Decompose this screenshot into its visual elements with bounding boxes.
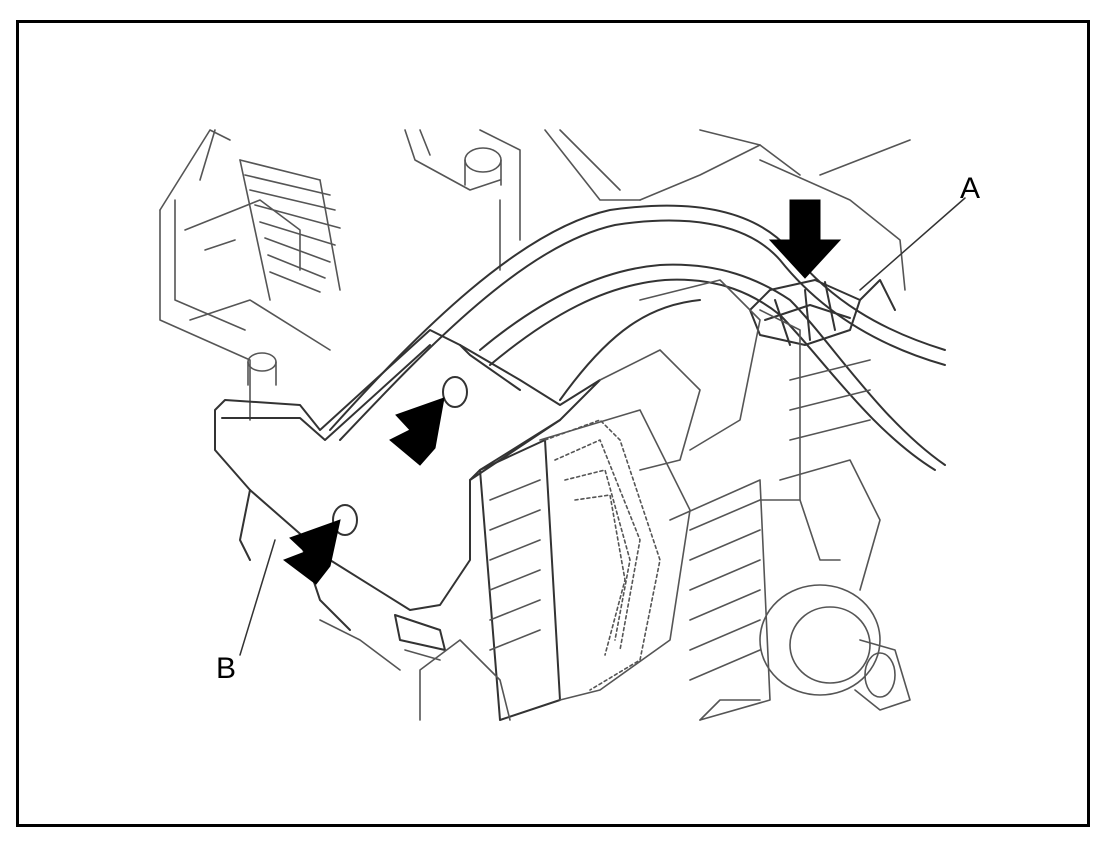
- leader-lines: [239, 197, 966, 656]
- bolt-arrow-upper: [389, 397, 445, 466]
- clip-arrow-a: [768, 199, 842, 279]
- right-assembly: [599, 279, 911, 721]
- lower-outlines: [319, 619, 511, 721]
- callout-a-label: A: [960, 172, 980, 205]
- leader-line-b: [239, 539, 276, 656]
- leader-line-a: [859, 197, 966, 291]
- bracket-b: [214, 329, 601, 651]
- radiator-core: [479, 409, 691, 721]
- housing-upper-center: [404, 129, 911, 291]
- clip-a: [749, 279, 896, 346]
- housing-upper-left: [159, 129, 341, 421]
- bolt-arrow-lower: [282, 519, 341, 585]
- callout-b-label: B: [216, 652, 236, 685]
